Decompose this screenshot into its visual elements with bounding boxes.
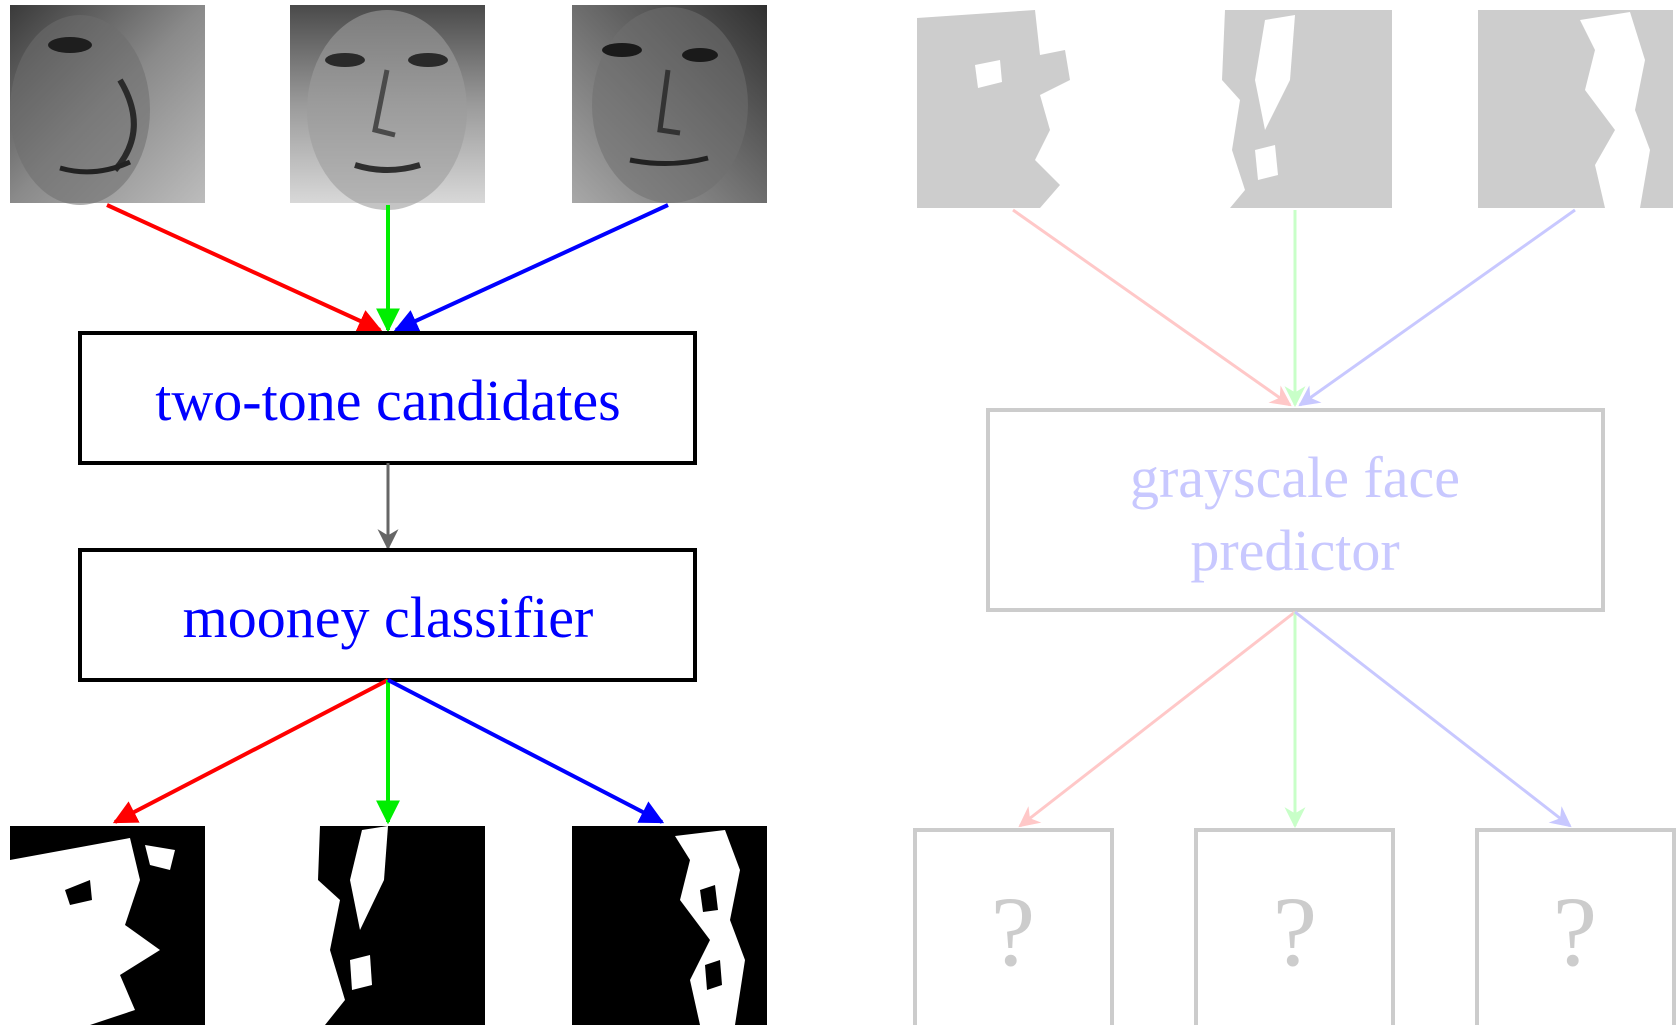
unknown-symbol: ? [991,876,1035,987]
mooney-output-1 [10,826,205,1025]
predictor-label-line1: grayscale face [1130,445,1460,510]
right-panel: grayscale face predictor ? ? ? [913,10,1676,1025]
output-arrow-red [112,678,389,824]
two-tone-candidates-label: two-tone candidates [155,368,620,433]
input-arrow-blue [393,203,669,332]
input-arrow-red [106,203,383,332]
gray-input-1 [917,10,1112,208]
pale-output-arrow-red [1018,610,1296,828]
unknown-output-1: ? [913,828,1114,1025]
input-face-2 [290,5,485,210]
mooney-output-2 [290,826,485,1025]
gray-input-2 [1197,10,1392,208]
predictor-label-line2: predictor [1190,518,1399,583]
mooney-classifier-box [78,548,697,682]
unknown-symbol: ? [1553,876,1597,987]
mooney-output-3 [572,826,767,1025]
input-face-3 [572,5,767,203]
pale-output-arrow-blue [1294,610,1572,828]
left-panel: two-tone candidates mooney classifier [10,5,767,1025]
pale-input-arrow-blue [1298,208,1576,407]
gray-input-3 [1478,10,1673,208]
output-arrow-blue [387,678,665,824]
unknown-symbol: ? [1273,876,1317,987]
pale-input-arrow-red [1012,208,1292,407]
two-tone-candidates-box [78,331,697,465]
input-face-1 [10,5,205,205]
grayscale-face-predictor-box [986,408,1605,612]
mooney-classifier-label: mooney classifier [183,585,594,650]
unknown-output-3: ? [1475,828,1676,1025]
unknown-output-2: ? [1194,828,1395,1025]
